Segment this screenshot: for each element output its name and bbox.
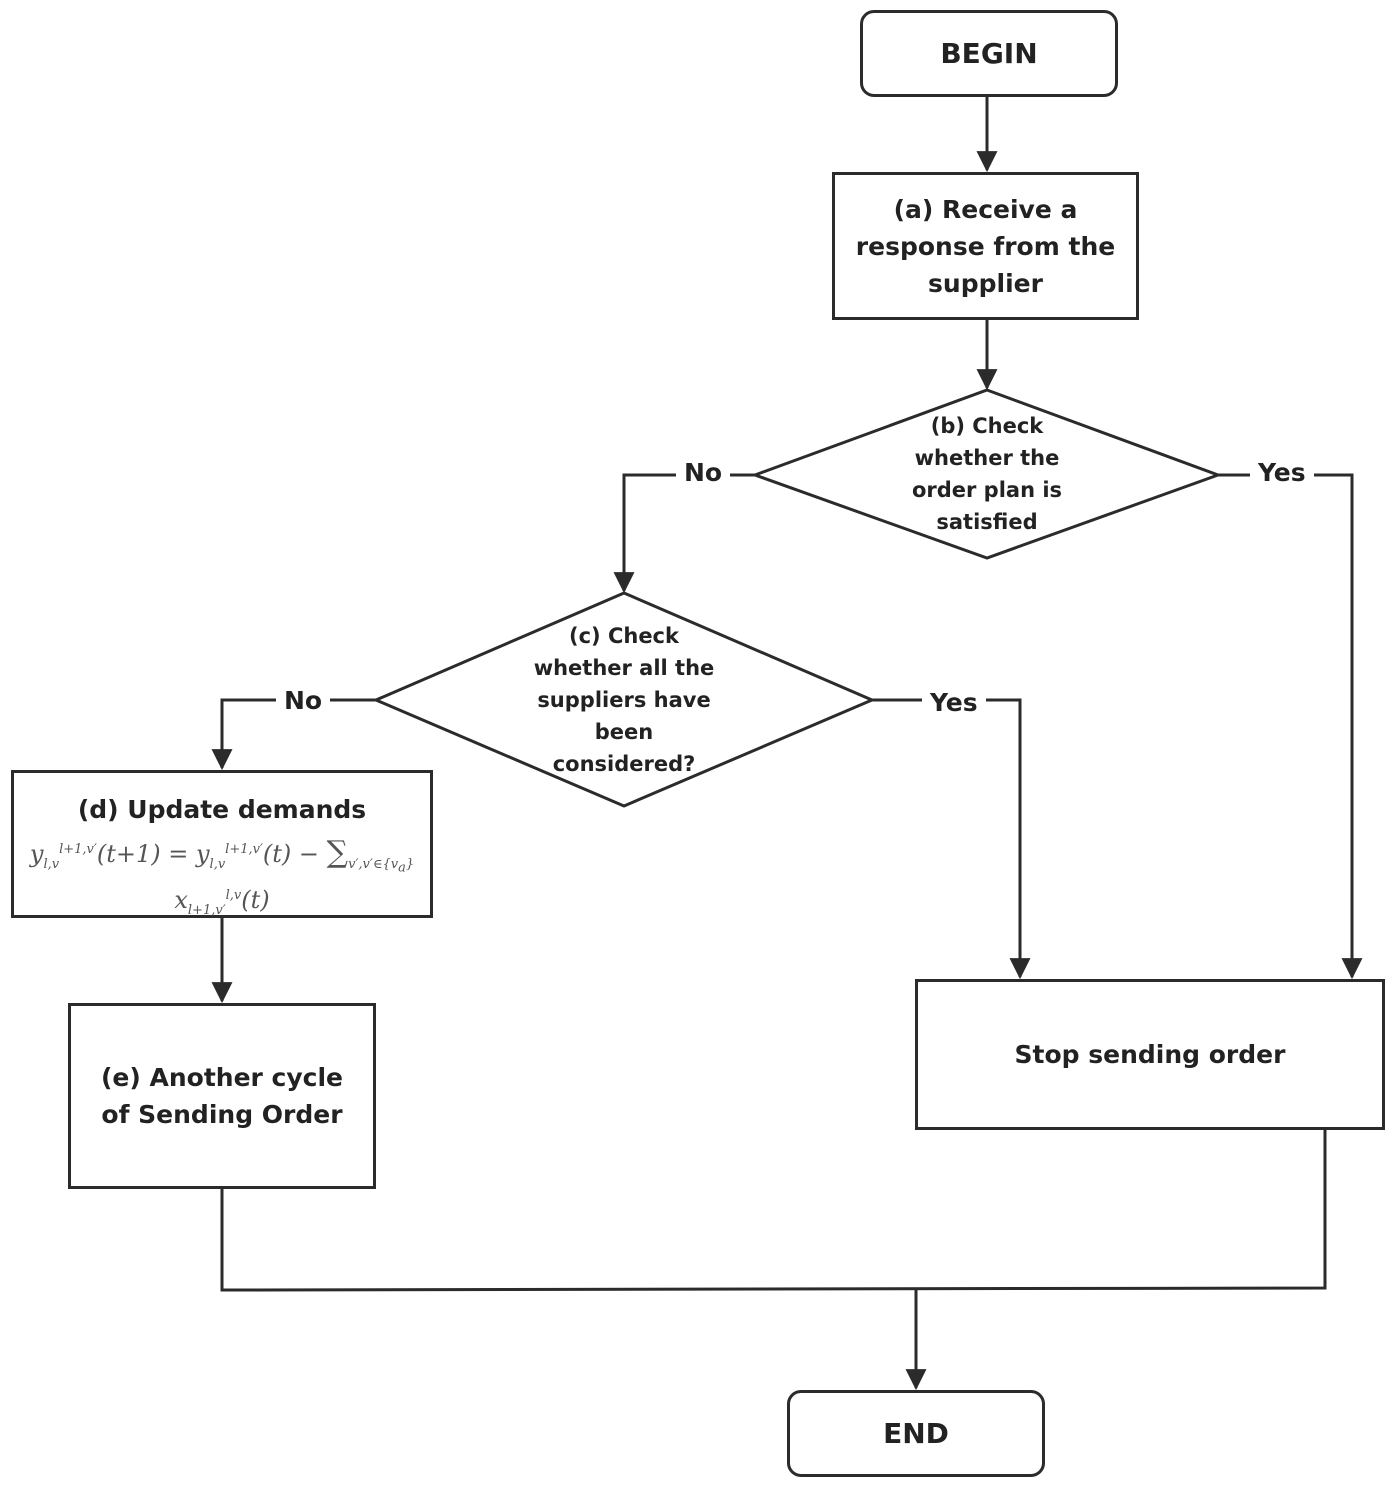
arrow-b-yes-to-stop (1218, 473, 1363, 980)
edge-label-c-yes: Yes (922, 688, 986, 717)
update-demands-formula: yl,vl+1,v′(t+1) = yl,vl+1,v′(t) − ∑v′,v′… (29, 835, 415, 919)
connector-e-to-merge (220, 1130, 1327, 1292)
edge-label-b-yes: Yes (1250, 458, 1314, 487)
edge-label-c-no: No (276, 686, 331, 715)
decision-b-diamond (750, 388, 1223, 560)
decision-b-label: (b) Check whether the order plan is sati… (911, 414, 1063, 534)
step-e-label: (e) Another cycle of Sending Order (100, 1063, 344, 1129)
step-a-label: (a) Receive a response from the supplier (855, 194, 1116, 298)
step-d-title: (d) Update demands (77, 795, 367, 824)
end-terminal: END (787, 1390, 1045, 1477)
stop-sending-order-box: Stop sending order (915, 979, 1385, 1130)
arrow-c-yes-to-stop (872, 698, 1031, 980)
end-label: END (883, 1417, 949, 1450)
decision-c-label: (c) Check whether all the suppliers have… (533, 624, 715, 776)
arrow-b-no-to-c (613, 473, 755, 594)
step-d-update-demands: (d) Update demands yl,vl+1,v′(t+1) = yl,… (11, 770, 433, 918)
step-e-another-cycle: (e) Another cycle of Sending Order (68, 1003, 376, 1189)
begin-label: BEGIN (940, 37, 1038, 70)
stop-sending-order-label: Stop sending order (1014, 1040, 1286, 1069)
step-a-receive-response: (a) Receive a response from the supplier (832, 172, 1139, 320)
decision-c-diamond (372, 591, 876, 808)
edge-label-b-no: No (676, 458, 731, 487)
begin-terminal: BEGIN (860, 10, 1118, 97)
